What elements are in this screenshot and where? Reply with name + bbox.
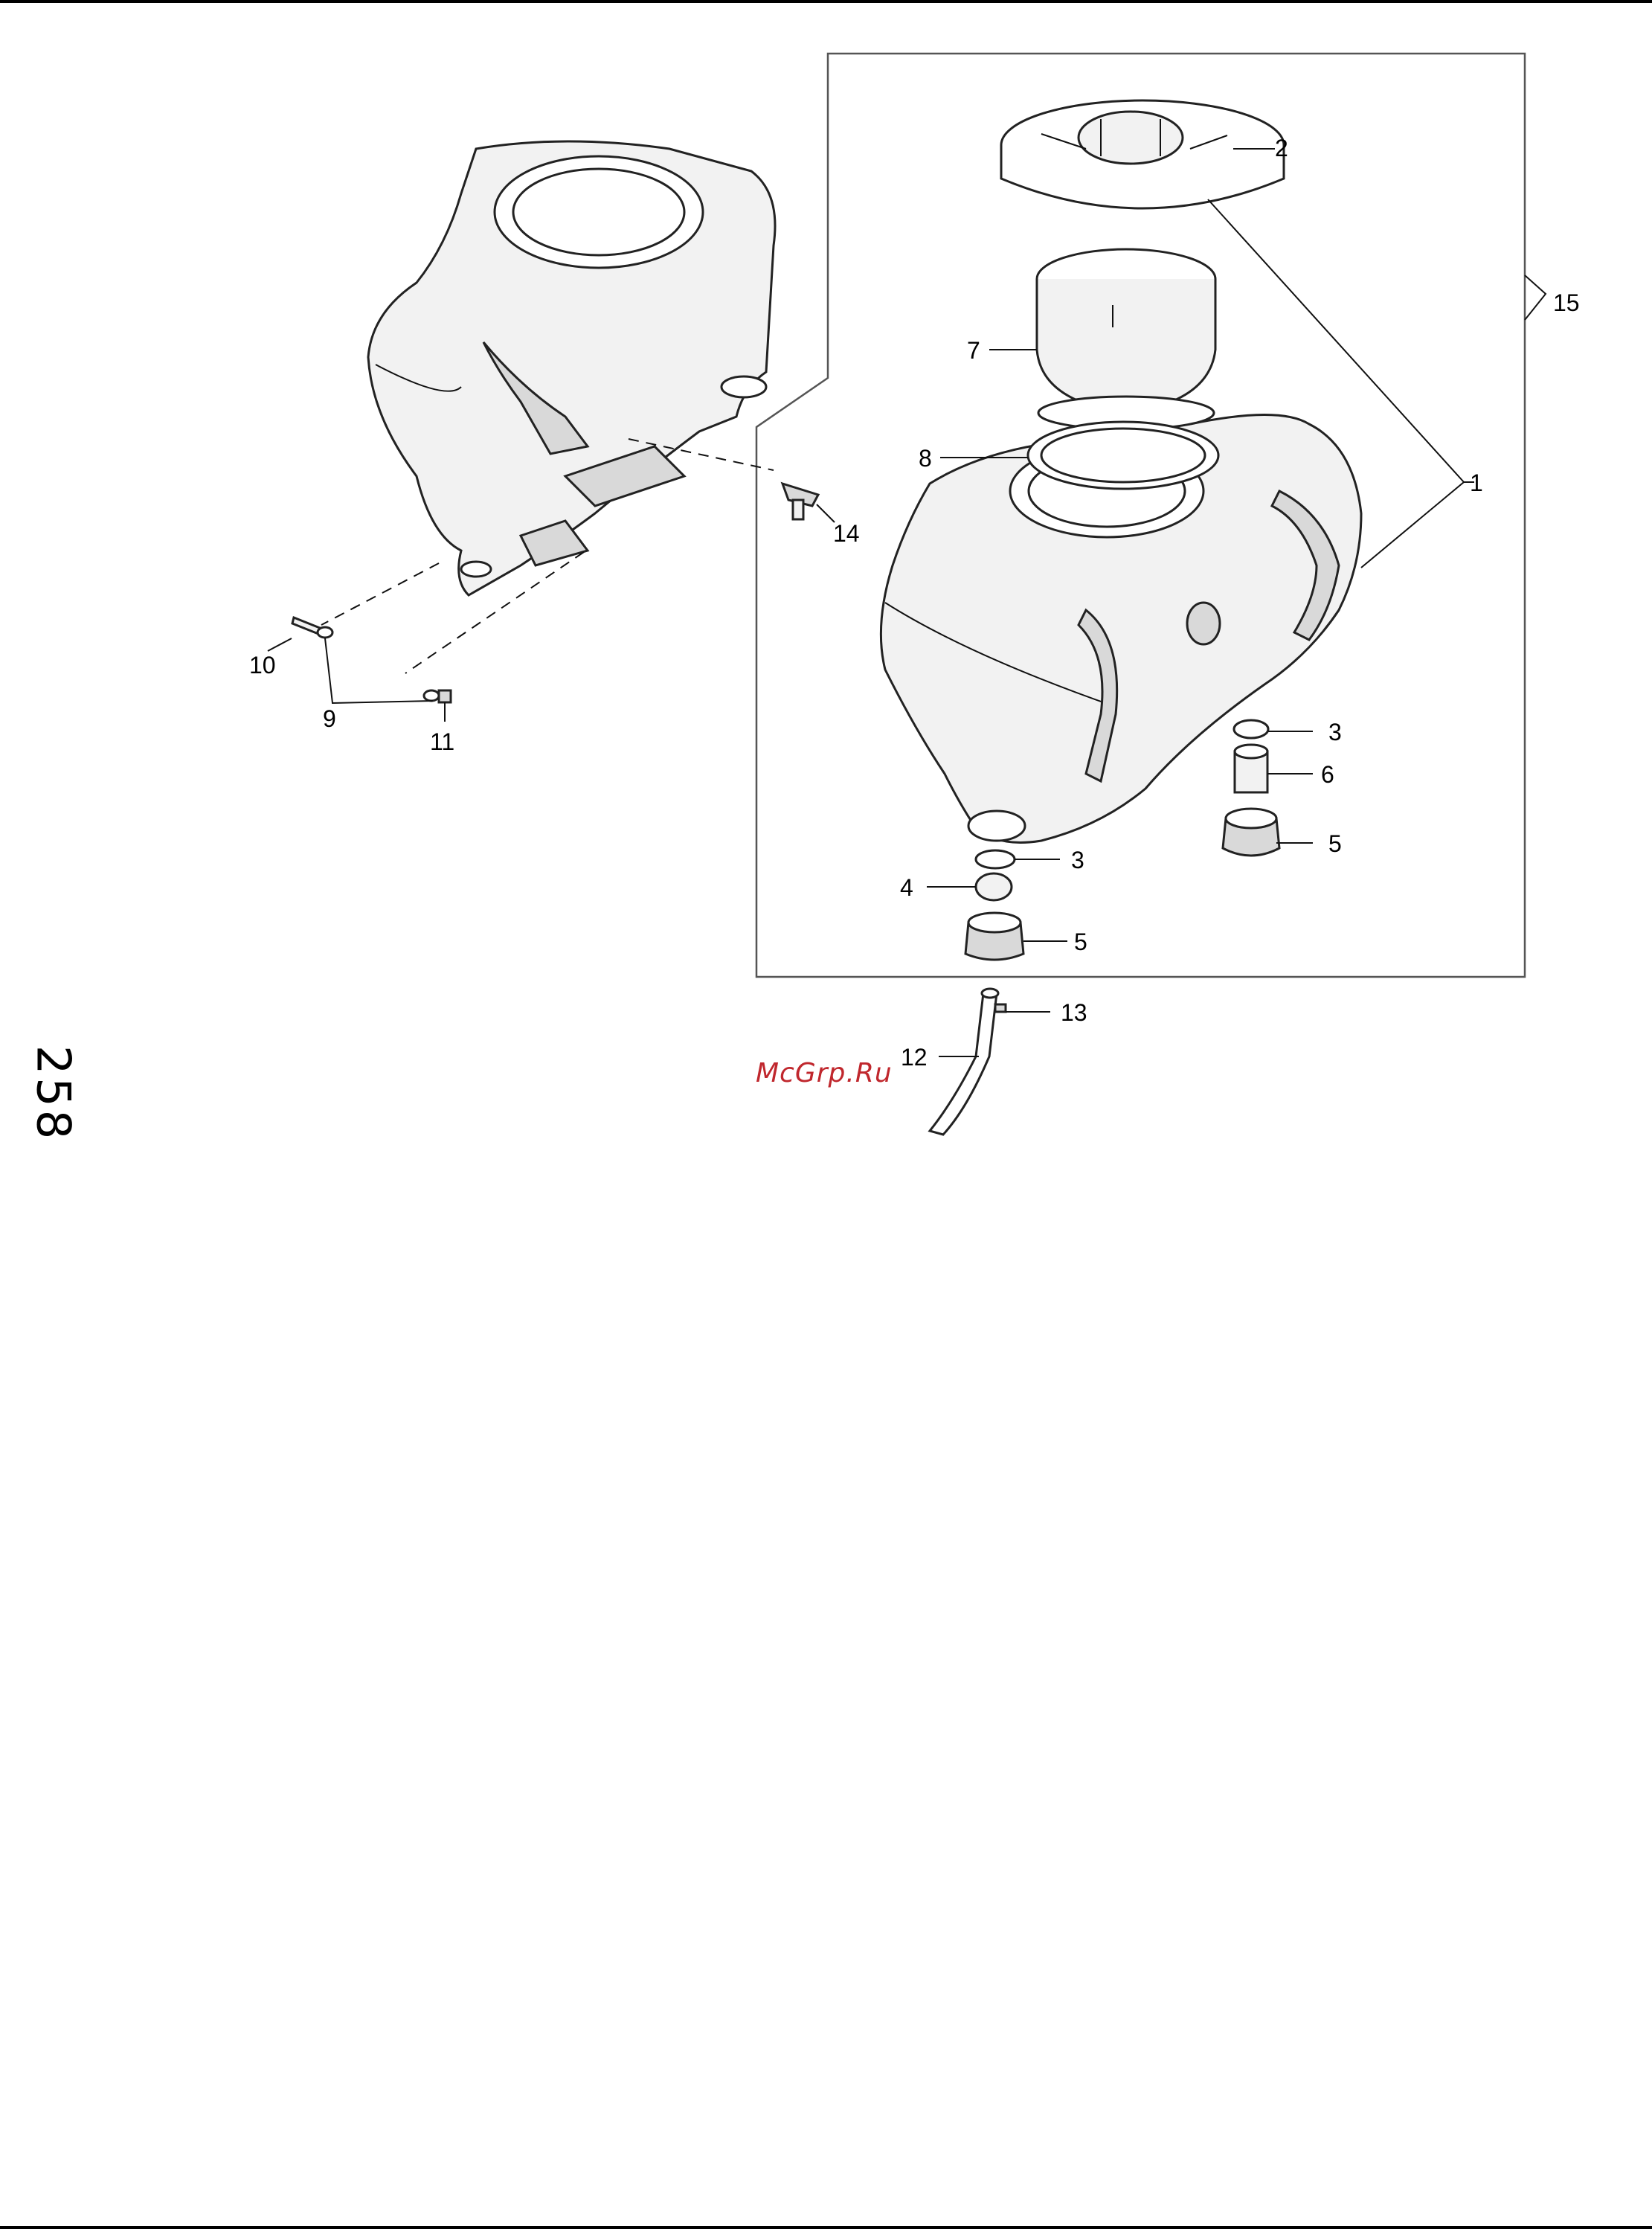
callout-3: 3	[1328, 719, 1342, 745]
leader-14	[817, 504, 835, 522]
callout-15: 15	[1553, 289, 1580, 316]
tank-lid	[1001, 100, 1284, 208]
callout-1: 1	[1470, 469, 1483, 496]
callout-4: 4	[900, 874, 913, 901]
page-number: 258	[27, 1045, 81, 1142]
callout-5: 5	[1074, 929, 1087, 955]
tank-shroud	[368, 141, 775, 595]
drain-hose	[930, 989, 1006, 1135]
callout-6: 6	[1321, 761, 1334, 788]
assembly-bracket	[1525, 275, 1546, 320]
callout-13: 13	[1061, 999, 1087, 1026]
callout-2: 2	[1275, 135, 1288, 161]
bottom-fittings	[965, 850, 1023, 960]
leader-10	[268, 638, 292, 651]
strainer-basket	[1037, 249, 1215, 429]
callout-10: 10	[249, 652, 276, 679]
callout-12: 12	[901, 1044, 928, 1071]
callout-11: 11	[430, 728, 454, 755]
bottom-rule	[0, 2226, 1652, 2229]
callout-9: 9	[323, 705, 336, 732]
seal-ring	[1028, 422, 1218, 489]
exploded-parts-diagram: 1 2 3 3 4 5 5 6 7 8 9 10 11 12 13 14 15	[0, 0, 1652, 1190]
watermark: McGrp.Ru	[756, 1058, 893, 1088]
callout-14: 14	[833, 520, 860, 547]
side-fittings	[1223, 720, 1279, 856]
callout-5: 5	[1328, 830, 1342, 857]
callout-7: 7	[967, 337, 980, 364]
callout-8: 8	[919, 445, 932, 472]
leader-9	[325, 638, 433, 703]
assembly-line-b	[321, 563, 439, 625]
callout-3: 3	[1071, 847, 1084, 873]
